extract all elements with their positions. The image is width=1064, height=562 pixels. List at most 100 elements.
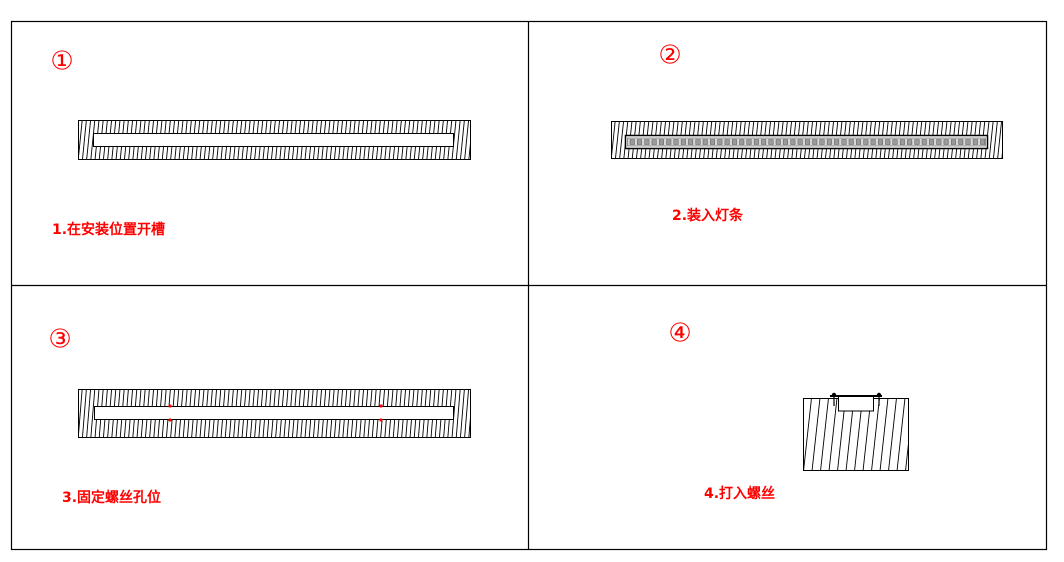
hatch-line xyxy=(611,121,612,126)
led-chip xyxy=(739,139,745,145)
led-chip xyxy=(710,139,715,145)
panel-1: ① 1.在安装位置开槽 xyxy=(50,47,477,238)
led-chip xyxy=(644,139,650,145)
hatch-line xyxy=(468,405,471,438)
panel-4-marker: ④ xyxy=(668,319,691,349)
led-chip xyxy=(848,139,854,145)
panel-4: ④ 4.打入螺丝 xyxy=(668,319,922,502)
hatch-line xyxy=(988,121,994,159)
led-chip xyxy=(724,139,730,145)
hatch-line xyxy=(473,389,477,438)
screw-icon xyxy=(876,392,882,406)
led-chip xyxy=(936,139,942,145)
panel-1-marker: ① xyxy=(50,47,73,77)
hatch-line xyxy=(78,389,83,438)
led-chip xyxy=(885,139,891,145)
hatch-line xyxy=(879,398,889,471)
led-chip xyxy=(629,139,635,145)
panel-1-slot xyxy=(93,133,454,147)
led-chip xyxy=(746,139,752,145)
hatch-line xyxy=(78,120,83,160)
hatch-line xyxy=(828,398,838,471)
panel-2-wall xyxy=(611,121,1003,159)
hatch-line xyxy=(459,120,465,160)
panel-4-caption: 4.打入螺丝 xyxy=(704,485,775,502)
led-chip xyxy=(673,139,679,145)
led-chip xyxy=(907,139,913,145)
led-chip xyxy=(980,139,986,145)
led-chip xyxy=(775,139,781,145)
led-chip xyxy=(812,139,818,145)
led-chip xyxy=(892,139,898,145)
panel-4-led-channel xyxy=(838,395,874,412)
panel-3: ③ 3.固定螺丝孔位 xyxy=(48,325,477,506)
hatch-line xyxy=(464,120,470,160)
led-chip xyxy=(805,139,810,145)
led-chip xyxy=(637,139,642,145)
led-chip xyxy=(659,139,664,145)
led-chip xyxy=(783,139,788,145)
hatch-line xyxy=(468,133,471,160)
led-chip xyxy=(732,139,737,145)
hatch-line xyxy=(86,389,92,438)
panel-3-marker: ③ xyxy=(48,325,71,355)
led-chip xyxy=(695,139,701,145)
led-chip xyxy=(914,139,920,145)
led-chip xyxy=(834,139,840,145)
led-chip xyxy=(753,139,759,145)
led-chip xyxy=(651,139,657,145)
hatch-line xyxy=(473,120,477,160)
hatch-line xyxy=(905,434,909,471)
led-chips xyxy=(629,139,986,145)
led-chip xyxy=(951,139,956,145)
hatch-line xyxy=(820,398,829,471)
led-chip xyxy=(797,139,803,145)
hatch-line xyxy=(871,398,880,471)
led-chip xyxy=(819,139,825,145)
screw-icon xyxy=(831,392,837,406)
hatch-line xyxy=(1001,143,1003,159)
led-chip xyxy=(826,139,832,145)
hatch-line xyxy=(459,389,465,438)
panel-2-marker: ② xyxy=(658,41,681,71)
hatch-line xyxy=(896,398,906,471)
led-chip xyxy=(958,139,964,145)
panel-4-hatch xyxy=(803,398,922,471)
hatch-line xyxy=(803,398,812,471)
led-chip xyxy=(761,139,767,145)
panel-2: ② 2.装入灯条 xyxy=(611,41,1010,224)
hatch-line xyxy=(611,121,616,159)
hatch-line xyxy=(614,121,620,159)
hatch-line xyxy=(914,398,922,471)
led-chip xyxy=(921,139,927,145)
led-chip xyxy=(856,139,861,145)
hatch-line xyxy=(81,389,87,438)
hatch-line xyxy=(90,389,96,438)
panel-grid xyxy=(10,20,1048,551)
hatch-line xyxy=(455,389,461,438)
led-chip xyxy=(717,139,723,145)
panel-2-caption: 2.装入灯条 xyxy=(672,207,744,224)
hatch-line xyxy=(1006,121,1010,159)
hatch-line xyxy=(619,121,625,159)
hatch-line xyxy=(888,398,897,471)
led-chip xyxy=(943,139,949,145)
screw-hole-mark xyxy=(379,418,383,422)
hatch-line xyxy=(803,398,804,403)
led-chip xyxy=(666,139,672,145)
screw-hole-mark xyxy=(379,404,383,408)
led-chip xyxy=(790,139,796,145)
panel-3-slot xyxy=(94,406,454,420)
panel-1-caption: 1.在安装位置开槽 xyxy=(52,221,165,238)
led-chip xyxy=(899,139,905,145)
hatch-line xyxy=(78,120,79,125)
hatch-line xyxy=(997,121,1003,159)
hatch-line xyxy=(464,389,470,438)
led-chip xyxy=(965,139,971,145)
hatch-line xyxy=(90,120,96,160)
led-chip xyxy=(680,139,686,145)
led-chip xyxy=(929,139,934,145)
screw-hole-mark xyxy=(168,418,172,422)
led-chip xyxy=(688,139,694,145)
led-chip xyxy=(870,139,876,145)
